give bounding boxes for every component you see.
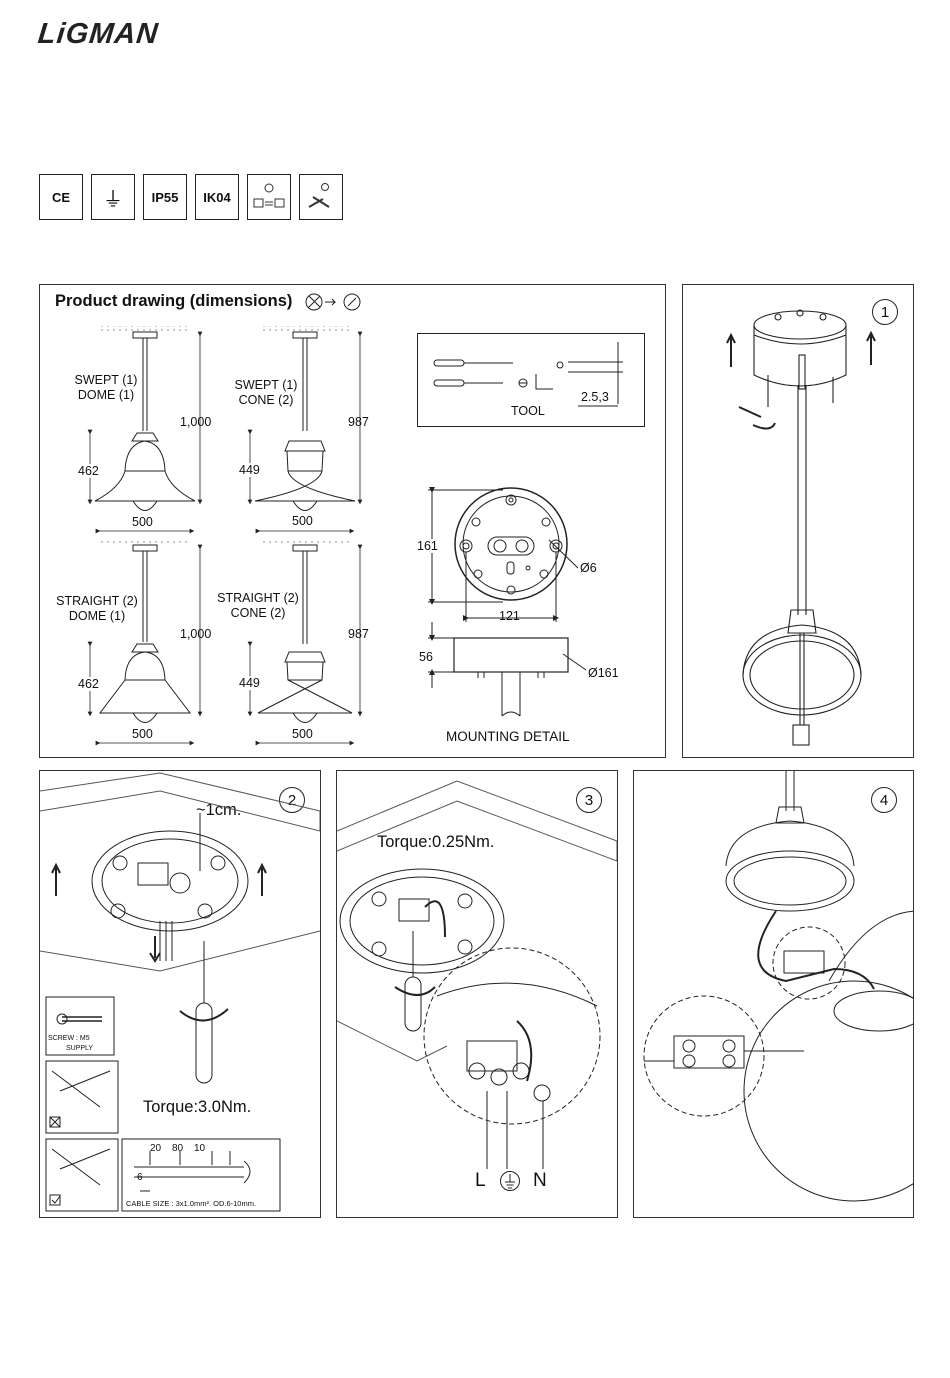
step4-illustration [643,771,913,1202]
mounting-detail-drawing [428,487,587,717]
step2-offset-label: ~1cm. [196,801,242,819]
lamp4-height-dim: 449 [239,676,260,690]
tool-size-dim: 2.5,3 [581,390,609,404]
tools-to-install-icon [305,293,361,311]
step3-torque-label: Torque:0.25Nm. [377,833,495,851]
mount-diameter-dim: Ø161 [588,666,619,680]
step1-number: 1 [872,299,898,325]
wire-live-label: L [475,1170,486,1191]
step3-number: 3 [576,787,602,813]
tool-label: TOOL [511,404,545,418]
strip-length-c: 10 [194,1143,206,1154]
voltage-icon [247,174,291,220]
mount-hole-dim: Ø6 [580,561,597,575]
earth-class-badge: ⏚ [91,174,135,220]
lamp1-label-line1: SWEPT (1) [74,373,138,387]
lamp1-label: SWEPT (1) DOME (1) [65,373,147,403]
screw-label-line2: SUPPLY [66,1045,94,1052]
lamp3-label: STRAIGHT (2) DOME (1) [50,594,144,624]
mount-depth-dim: 56 [419,650,433,664]
lamp2-label: SWEPT (1) CONE (2) [225,378,307,408]
lamp3-width-dim: 500 [132,727,153,741]
strip-length-b: 80 [172,1143,184,1154]
lamp1-label-line2: DOME (1) [77,388,135,402]
lamp2-label-line1: SWEPT (1) [234,378,298,392]
product-drawing-title: Product drawing (dimensions) [55,292,293,310]
brand-logo: LiGMAN [36,18,161,50]
step2-illustration [40,772,320,1212]
tool-box [417,333,645,427]
earth-ground-icon [500,1171,520,1191]
tool-illustration [433,342,623,407]
cable-size-label: CABLE SIZE : 3x1.0mm². OD.6-10mm. [126,1199,257,1208]
assembly-tools-icon [299,174,343,220]
ip-rating-badge: IP55 [143,174,187,220]
ik-rating-badge: IK04 [195,174,239,220]
step2-number: 2 [279,787,305,813]
strip-length-a: 20 [150,1143,162,1154]
step2-panel [39,770,321,1218]
lamp1-width-dim: 500 [132,515,153,529]
mount-height-dim: 161 [417,539,438,553]
ce-mark-badge: CE [39,174,83,220]
mount-width-dim: 121 [499,609,520,623]
lamp1-height-dim: 462 [78,464,99,478]
lamp2-width-dim: 500 [292,514,313,528]
lamp2-label-line2: CONE (2) [238,393,294,407]
lamp4-label-line1: STRAIGHT (2) [217,591,299,605]
lamp2-height-dim: 449 [239,463,260,477]
step4-panel [633,770,914,1218]
mounting-detail-label: MOUNTING DETAIL [446,729,570,744]
step2-torque-label: Torque:3.0Nm. [143,1098,252,1116]
lamp3-label-line1: STRAIGHT (2) [56,594,138,608]
lamp3-label-line2: DOME (1) [68,609,126,623]
lamp4-label: STRAIGHT (2) CONE (2) [211,591,305,621]
lamp1-total-dim: 1,000 [180,415,212,429]
lamp3-height-dim: 462 [78,677,99,691]
wire-neutral-label: N [533,1170,547,1191]
lamp4-width-dim: 500 [292,727,313,741]
step3-panel [336,770,618,1218]
lamp2-total-dim: 987 [348,415,369,429]
step4-number: 4 [871,787,897,813]
step3-illustration [337,780,617,1169]
lamp-elevation-drawings [87,326,363,746]
screw-label-line1: SCREW : M5 [48,1035,90,1042]
lamp4-total-dim: 987 [348,627,369,641]
strip-length-d: 6 [137,1172,143,1183]
lamp3-total-dim: 1,000 [180,627,212,641]
lamp4-label-line2: CONE (2) [230,606,286,620]
step1-illustration [726,309,876,746]
